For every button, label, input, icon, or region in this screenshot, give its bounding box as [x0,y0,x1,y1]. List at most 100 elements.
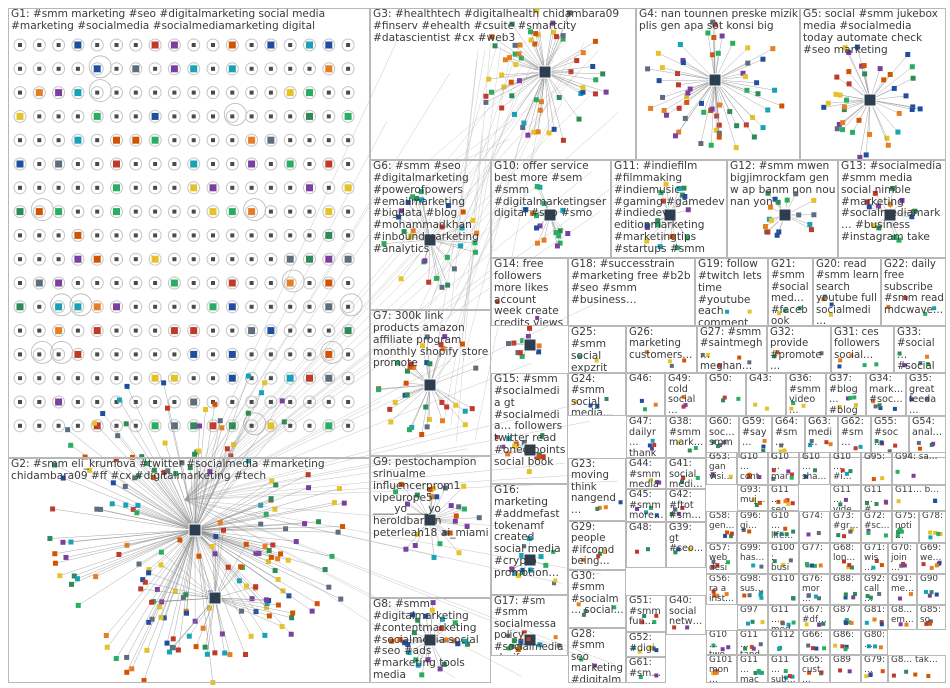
g14-node [536,349,541,354]
group-label: G100: busi… [771,544,797,574]
g14-hub [524,339,536,351]
group-box-g113a: G11… b… [892,485,946,511]
group-box-g73: G73: #gr… [830,511,861,543]
group-box-g14: G14: free followers more likes account w… [491,258,568,326]
group-box-g20: G20: read #smm learn search youtube full… [813,258,881,326]
group-box-g67: G67: #df… [799,605,830,630]
group-label: G10… #i… [833,453,859,483]
group-label: G80:… [864,631,886,651]
group-label: G21: #smm #socialmed… #facebook #instagr… [771,259,811,326]
group-label: G85: so [920,606,944,626]
group-box-g61: G61: #sm… [626,657,666,683]
g14-node [526,334,531,339]
group-box-g16: G16: marketing #addmefast tokenamf creat… [491,484,568,595]
group-box-g88: G88: [830,574,861,605]
group-box-g114: G11… med… [768,605,799,630]
group-label: G4: nan tounnen preske mizik plis gen ap… [639,9,798,33]
group-box-g115: G11… tand… [737,630,768,655]
group-box-g111a: G11… vide… [830,485,861,511]
group-box-g96: G96: gi… [737,511,768,543]
group-label: G3: #healthtech #digitalhealth chidambar… [373,9,634,45]
group-box-g36: G36: #smm video… [786,373,826,416]
group-label: G72: #sc… [864,512,890,532]
group-box-g53: G53: gan visi… [706,452,737,485]
group-label: G6: #smm #seo #digitalmarketing #powerof… [373,161,489,256]
group-label: G89 [833,656,859,666]
group-box-g34: G34: mark… #soc… [866,373,906,416]
group-box-g17: G17: #sm #smm socialmessa policy #social… [491,595,568,656]
group-box-g13: G13: #socialmedia #smm media social nimb… [838,160,946,258]
group-label: G26: marketing customers… [629,327,695,361]
group-box-g112a: G11… #… [861,485,892,511]
group-box-g68: G68: lon… [830,543,861,574]
group-label: G76: mor… [802,575,828,605]
group-box-g8: G8: #smm #digitalmarketing #contentmarke… [370,598,491,683]
group-box-g47: G47: dailyr… thank… [626,416,666,458]
group-label: G93: muj… [740,486,766,506]
group-label: G90 [920,575,944,585]
group-box-g45: G45: #smm more… [626,489,666,522]
group-box-g49: G49: cold social… [665,373,706,416]
group-box-g72: G72: #sc… [861,511,892,543]
group-label: G54: anal… [912,417,944,438]
group-label: G22: daily free subscribe #smm read mdcw… [884,259,944,316]
g14-node [527,326,532,331]
group-box-g102: G10… mar… [768,452,799,485]
group-box-g6: G6: #smm #seo #digitalmarketing #powerof… [370,160,491,310]
group-box-g33: G33: #social… #social… [894,326,946,373]
group-box-g44: G44: #smm media… [626,458,666,489]
group-label: G41: social medi… [669,459,704,489]
group-label: G17: #sm #smm socialmessa policy #social… [494,596,566,656]
group-label: G39: gt #seo… [669,523,704,555]
group-box-g29: G29: people #ifcomd being… [568,521,626,570]
group-box-g91: G91: me… [888,574,917,605]
g14-node [537,343,542,348]
group-box-g98: G98: sus… [737,574,768,605]
group-box-g101: G10… cont… [737,452,768,485]
group-box-g77: G77: [799,543,830,574]
group-label: G95: [864,453,890,463]
group-label: G45: #smm more… [629,490,664,522]
group-box-g22: G22: daily free subscribe #smm read mdcw… [881,258,946,326]
group-box-g31: G31: ces followers social… [831,326,894,373]
group-box-g112: G112 [768,630,799,655]
group-label: G36: #smm video… [789,374,824,416]
group-box-g15: G15: #smm #socialmedia gt #socialmedia… … [491,373,568,484]
group-label: G77: [802,544,828,554]
group-label: G68: lon… [833,544,859,564]
group-label: G71: wis… [864,544,886,574]
group-box-g100: G100: busi… [768,543,799,574]
group-label: G5: social #smm jukebox media #socialmed… [803,9,944,56]
group-box-g48: G48: [626,522,666,568]
group-label: G10… mar… [771,453,797,485]
group-label: G31: ces followers social… [834,327,892,361]
group-label: G47: dailyr… thank… [629,417,664,458]
group-label: G61: #sm… [629,658,664,679]
group-box-g28: G28: #smm seo marketing #digitalm… [568,628,626,683]
group-label: G75: noti… [895,512,917,542]
group-box-g110: G110 [768,574,799,605]
group-box-g104: G10… #i… [830,452,861,485]
group-box-g81: G81: [861,605,888,630]
group-label: G94: sa… [895,453,944,463]
group-box-g76: G76: mor… [799,574,830,605]
group-label: G27: #smm #saintmegh… meghan… [700,327,765,373]
group-label: G62: #sm… [841,417,869,449]
group-box-g117: G11… sub… [768,655,799,683]
group-label: G44: #smm media… [629,459,664,489]
group-box-g43: G43: [746,373,786,416]
group-box-g18: G18: #successtrain #marketing free #b2b … [568,258,695,326]
g14-node [511,341,516,346]
group-box-g85: G85: so [917,605,946,630]
group-label: G38: #smm mark… [669,417,704,449]
group-label: G8… tak… [891,656,944,666]
group-box-g95: G95: [861,452,892,485]
group-box-g19: G19: follow #twitch lets time #youtube e… [695,258,768,326]
group-box-g71: G71: wis… [861,543,888,574]
group-label: G65: cust… [802,656,828,683]
group-box-g50: G50: [706,373,746,416]
group-box-g70: G70: join… [888,543,917,574]
group-box-g89: G89 [830,655,861,683]
group-box-g30: G30: #smm #socialm… social… [568,570,626,628]
